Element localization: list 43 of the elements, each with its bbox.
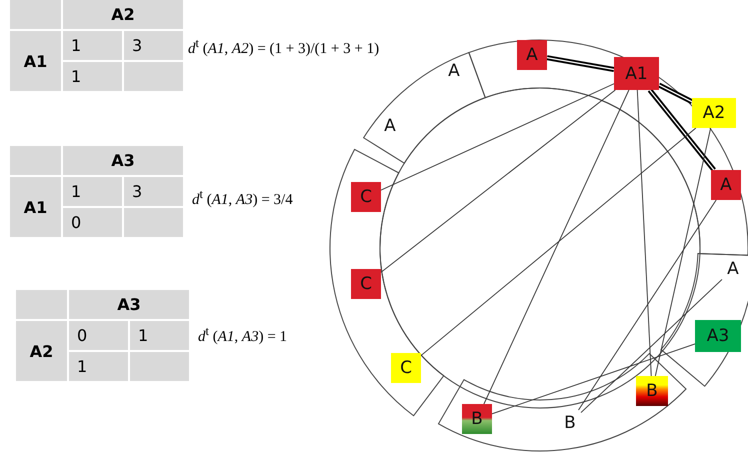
connector-line (658, 82, 694, 104)
table-cell: 0 (69, 321, 128, 350)
connector-line (580, 278, 722, 414)
connector-line (420, 128, 696, 356)
node-label: A (443, 58, 465, 84)
table-cell: 1 (63, 177, 122, 206)
connector-line (380, 83, 614, 191)
connector-line (492, 343, 696, 414)
header-cell: A2 (63, 0, 183, 29)
connector-line (546, 55, 614, 72)
table-cell: 3 (124, 177, 183, 206)
label-box: A2 (692, 98, 736, 128)
table-cell: 0 (63, 208, 122, 237)
table-cell: 1 (63, 31, 122, 60)
label-box: C (351, 182, 381, 212)
header-cell: A2 (16, 321, 67, 381)
connector-line (380, 90, 616, 273)
formula: d$^{t}$ (A1, A2) = (1 + 3)/(1 + 3 + 1) (188, 36, 380, 58)
label-box: A3 (695, 320, 741, 352)
node-label: B (559, 410, 581, 436)
connector-line (648, 88, 716, 172)
header-cell: A3 (69, 290, 189, 319)
table-cell: 3 (124, 31, 183, 60)
formula: d$^{t}$ (A1, A3) = 1 (198, 324, 288, 346)
connector-line (578, 200, 717, 410)
connector-line (483, 90, 630, 404)
node-label: A (722, 256, 744, 282)
formula: d$^{t}$ (A1, A3) = 3/4 (192, 187, 293, 209)
header-cell: A1 (10, 177, 61, 237)
header-cell: A1 (10, 31, 61, 91)
label-box: C (351, 269, 381, 299)
label-box: A (517, 40, 547, 70)
connector-line (654, 128, 712, 376)
header-cell: A3 (63, 146, 183, 175)
node-label: A (379, 113, 401, 139)
label-box: A (711, 170, 741, 200)
table-cell: 1 (130, 321, 189, 350)
table-cell: 1 (63, 62, 122, 91)
label-box: C (391, 353, 421, 383)
table-cell: 1 (69, 352, 128, 381)
label-box: B (636, 376, 668, 406)
label-box: A1 (614, 57, 659, 90)
connector-line (636, 90, 652, 376)
